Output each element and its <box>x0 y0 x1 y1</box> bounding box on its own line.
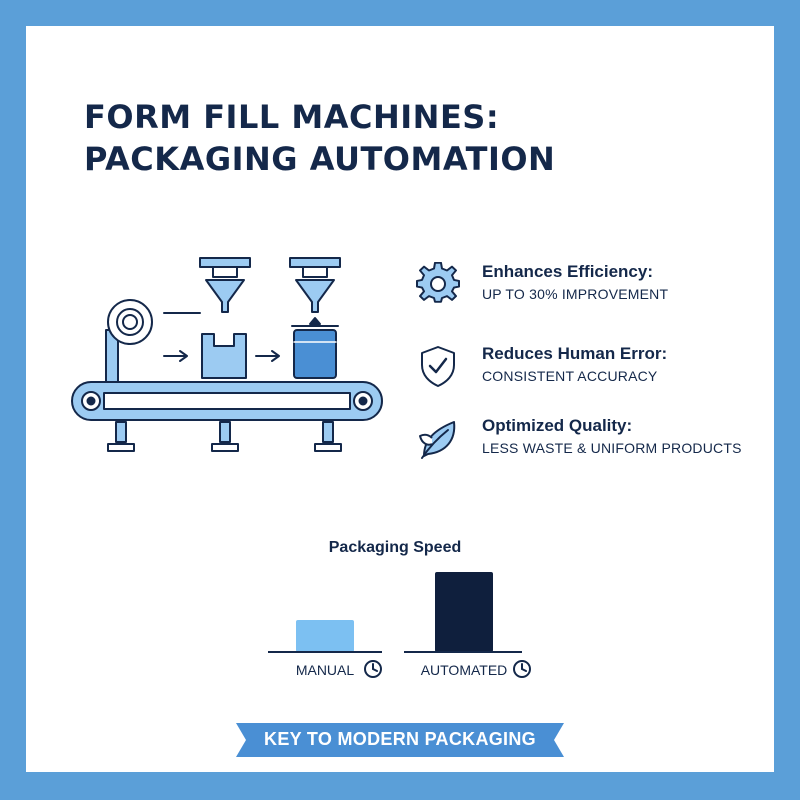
title-line-1: FORM FILL MACHINES: <box>84 98 500 136</box>
gear-icon <box>416 262 460 303</box>
feature-efficiency: Enhances Efficiency: UP TO 30% IMPROVEME… <box>416 262 756 322</box>
conveyor-belt-icon <box>71 381 383 421</box>
shield-check-icon <box>421 346 455 387</box>
feature-subtitle: UP TO 30% IMPROVEMENT <box>482 286 669 302</box>
chart-title: Packaging Speed <box>328 539 462 556</box>
conveyor-machine-illustration <box>71 257 383 452</box>
bar-automated <box>435 572 493 652</box>
banner-ribbon <box>236 723 564 757</box>
title-line-2: PACKAGING AUTOMATION <box>84 140 556 178</box>
bar-manual <box>296 620 354 652</box>
filler-nozzle-left-icon <box>199 257 251 313</box>
feature-title: Enhances Efficiency: <box>482 262 654 281</box>
leaf-icon <box>419 421 456 459</box>
feature-title: Reduces Human Error: <box>482 344 668 363</box>
tick-label-automated: AUTOMATED <box>421 662 508 678</box>
feature-error-reduction: Reduces Human Error: CONSISTENT ACCURACY <box>416 344 756 404</box>
feature-subtitle: LESS WASTE & UNIFORM PRODUCTS <box>482 440 742 456</box>
flow-arrow-icon <box>163 350 280 362</box>
feature-quality: Optimized Quality: LESS WASTE & UNIFORM … <box>416 416 756 476</box>
banner-text: KEY TO MODERN PACKAGING <box>264 729 536 749</box>
empty-pouch-icon <box>201 333 247 379</box>
filled-container-icon <box>293 329 337 379</box>
page-title: FORM FILL MACHINES: PACKAGING AUTOMATION <box>84 96 555 180</box>
tick-label-manual: MANUAL <box>296 662 355 678</box>
packaging-speed-chart: MANUAL AUTOMATED <box>268 572 531 678</box>
feature-title: Optimized Quality: <box>482 416 633 435</box>
clock-icon <box>513 660 531 678</box>
clock-icon <box>364 660 382 678</box>
film-roll-icon <box>105 299 153 389</box>
filler-nozzle-right-icon <box>289 257 341 327</box>
conveyor-legs-icon <box>107 421 342 452</box>
feature-subtitle: CONSISTENT ACCURACY <box>482 368 658 384</box>
